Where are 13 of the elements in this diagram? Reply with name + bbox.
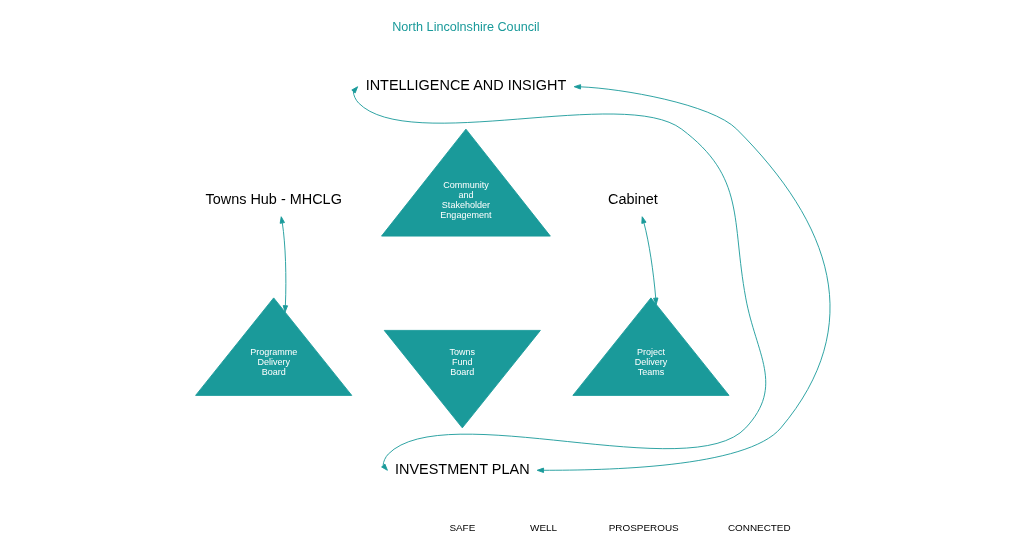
label: PROSPEROUS (608, 522, 679, 534)
arrow (536, 84, 830, 473)
arrow (350, 86, 766, 471)
node-text: Cabinet (607, 190, 658, 207)
label: WELL (529, 522, 557, 534)
node-text: INTELLIGENCE AND INSIGHT (365, 77, 566, 94)
label: SAFE (448, 522, 475, 534)
node-text: INVESTMENT PLAN (394, 460, 530, 477)
label: CONNECTED (727, 522, 791, 534)
node-text: Towns Hub - MHCLG (204, 190, 342, 207)
arrow (640, 216, 658, 305)
arrow (279, 216, 288, 313)
label: North Lincolnshire Council (391, 20, 540, 35)
